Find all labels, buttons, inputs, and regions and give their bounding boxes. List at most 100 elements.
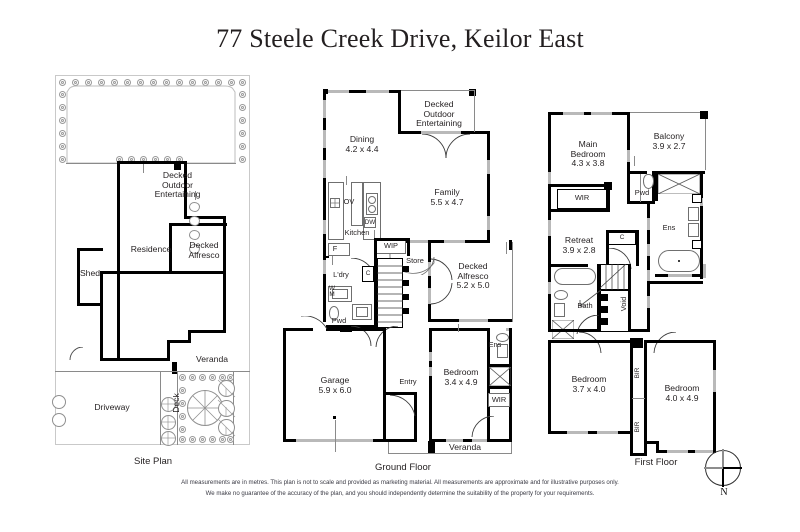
gf-double-door — [421, 134, 471, 159]
ff-wall — [548, 186, 551, 220]
bath-toilet — [554, 303, 565, 317]
ff-wall — [647, 282, 650, 296]
site-wall — [167, 340, 191, 343]
site-wall — [223, 271, 226, 333]
balcony-edge — [630, 112, 706, 113]
site-wall — [188, 330, 226, 333]
ff-wall — [612, 112, 630, 115]
ff-wall — [688, 450, 696, 453]
gf-window — [323, 160, 326, 178]
gf-window — [366, 90, 390, 93]
ff-wall — [628, 264, 631, 332]
tree — [161, 415, 176, 430]
gf-wall — [323, 90, 326, 100]
first-floor-caption: First Floor — [634, 457, 678, 468]
ff-wall — [548, 184, 610, 187]
fridge-box — [328, 243, 350, 256]
gf-wall — [487, 439, 512, 442]
ff-wall — [548, 340, 632, 343]
gf-wall — [374, 238, 377, 256]
garage-wall — [383, 328, 386, 442]
oven-grid — [330, 198, 340, 208]
bush — [189, 244, 200, 254]
gf-label-kitchen: Kitchen — [344, 228, 370, 237]
ground-floor-caption: Ground Floor — [375, 462, 431, 473]
stair-marker — [403, 294, 409, 300]
gf-wall — [428, 319, 460, 322]
tree-spokes — [161, 379, 236, 446]
zone-divider — [55, 371, 250, 372]
ff-wall — [627, 171, 630, 203]
gf-post — [506, 242, 507, 254]
gf-wall — [460, 131, 470, 134]
site-wall — [167, 340, 170, 361]
site-door-arc — [69, 347, 84, 361]
gf-label-laundry: L'dry — [333, 270, 349, 279]
gf-label-fridge: F — [332, 244, 338, 253]
garage-wall — [283, 328, 313, 331]
gf-window — [487, 160, 490, 174]
gf-label-ens: Ens — [488, 340, 502, 349]
ff-wall — [548, 431, 568, 434]
ff-wall — [627, 201, 655, 204]
ff-wall — [652, 171, 655, 203]
shower-icon — [658, 174, 700, 194]
ff-window — [647, 296, 650, 308]
site-wall — [223, 216, 226, 274]
ff-wall — [597, 264, 600, 332]
site-label-decked-alfresco: Decked Alfresco — [188, 240, 220, 260]
garage-wall — [283, 439, 297, 442]
bath-tub — [554, 268, 596, 285]
staircase-upper — [600, 264, 630, 290]
zone-divider — [177, 371, 178, 445]
gf-wall — [487, 364, 512, 367]
gf-label-closet: C — [365, 270, 371, 277]
site-label-decked-outdoor-entertaining: Decked Outdoor Entertaining — [154, 170, 201, 200]
ff-wall — [713, 340, 716, 370]
lawn-outline — [66, 85, 236, 164]
site-post — [143, 164, 144, 173]
wir-box — [488, 393, 510, 407]
ff-wall — [655, 171, 705, 174]
ff-wall — [548, 209, 610, 212]
ff-wall — [644, 340, 647, 456]
closet-c — [692, 240, 702, 249]
gf-wall — [326, 256, 329, 258]
ff-wall — [630, 340, 633, 456]
gf-window — [421, 131, 433, 134]
basin-icon — [356, 307, 368, 317]
ff-wall — [548, 264, 551, 332]
tree — [161, 397, 176, 412]
veranda-edge — [388, 453, 512, 454]
ff-window — [548, 172, 551, 186]
compass-rose: N — [704, 449, 745, 504]
pwd-door-arcs — [350, 326, 399, 348]
ff-window — [668, 274, 692, 277]
gf-label-washing-machine: W M — [328, 285, 336, 299]
gf-label-pwd: Pwd — [331, 316, 347, 325]
ff-wall — [655, 171, 658, 201]
gf-label-entry: Entry — [399, 377, 417, 386]
ff-wall — [548, 236, 551, 264]
trough-basin — [332, 289, 348, 299]
ff-wall — [548, 340, 551, 434]
gf-wall — [429, 328, 489, 331]
compass-north-arm — [722, 449, 724, 468]
ff-wall — [584, 112, 592, 115]
site-wall — [100, 358, 170, 361]
bir-divider — [632, 398, 645, 399]
ff-wall — [627, 112, 630, 154]
ff-post — [634, 156, 635, 166]
ens-basin — [688, 223, 699, 237]
site-boundary — [55, 75, 250, 445]
ff-wall — [647, 204, 650, 218]
ff-wall — [644, 340, 716, 343]
ff-label-void: Void — [619, 296, 628, 312]
gf-wall — [487, 174, 490, 216]
